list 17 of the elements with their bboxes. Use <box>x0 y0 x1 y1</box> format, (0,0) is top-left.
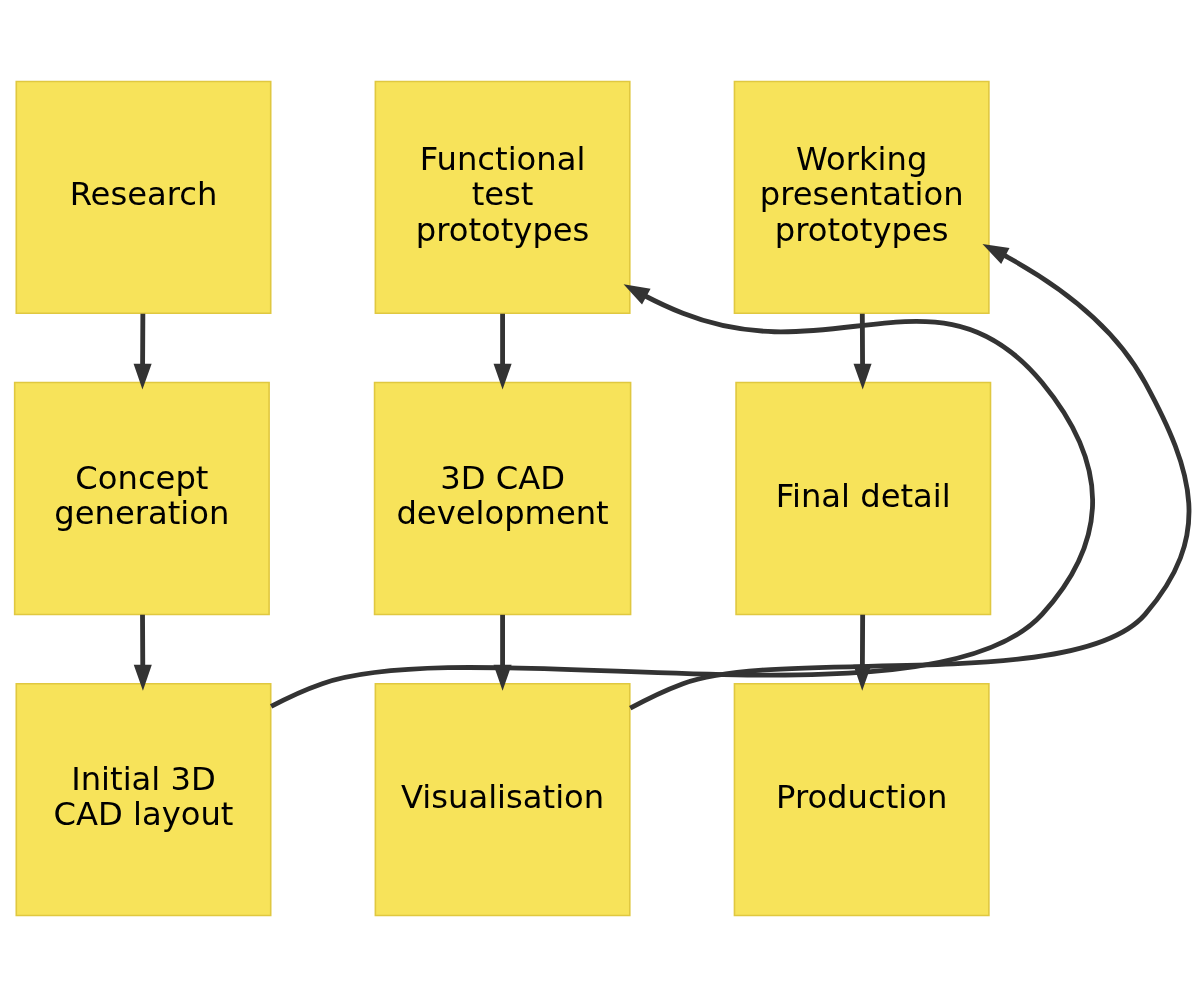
arrow <box>133 614 152 691</box>
node-box: Research <box>15 80 272 315</box>
node-box: Final detail <box>735 381 992 616</box>
node-box: Concept generation <box>13 381 270 616</box>
arrow <box>133 313 152 390</box>
arrow <box>493 313 512 390</box>
arrow <box>853 614 872 691</box>
arrow <box>270 284 1095 709</box>
node-box: 3D CAD development <box>373 381 632 616</box>
node-box: Production <box>733 682 990 917</box>
node-box: Visualisation <box>374 682 631 917</box>
arrow <box>493 614 512 691</box>
arrow <box>629 244 1192 711</box>
node-box: Working presentation prototypes <box>733 80 990 315</box>
node-box: Functional test prototypes <box>374 80 631 315</box>
node-box: Initial 3D CAD layout <box>15 682 272 917</box>
arrow <box>853 313 872 390</box>
